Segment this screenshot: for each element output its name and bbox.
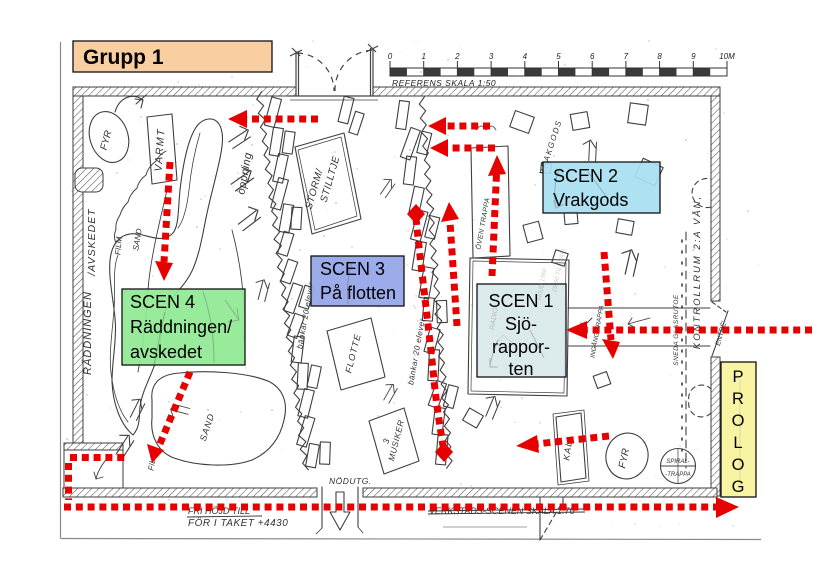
svg-text:1: 1 <box>421 52 425 61</box>
svg-text:På flotten: På flotten <box>320 283 396 303</box>
svg-text:VERKSTADS-SCENEN SKALA 1:70: VERKSTADS-SCENEN SKALA 1:70 <box>429 506 575 516</box>
svg-text:FRI HÖJD TILL: FRI HÖJD TILL <box>188 506 250 516</box>
svg-text:10M: 10M <box>719 52 735 61</box>
svg-text:FÖR I TAKET +4430: FÖR I TAKET +4430 <box>188 517 288 529</box>
svg-text:0: 0 <box>388 52 393 61</box>
svg-text:L: L <box>733 434 742 452</box>
svg-text:ten: ten <box>508 359 533 379</box>
svg-text:SCEN 3: SCEN 3 <box>320 259 385 279</box>
svg-text:5: 5 <box>556 52 561 61</box>
svg-text:G: G <box>732 478 745 496</box>
svg-text:R: R <box>732 390 744 408</box>
svg-text:6: 6 <box>590 52 595 61</box>
svg-text:9: 9 <box>691 52 696 61</box>
svg-text:FILM: FILM <box>113 236 124 255</box>
svg-text:P: P <box>732 368 743 386</box>
svg-text:Grupp 1: Grupp 1 <box>83 46 164 69</box>
svg-text:FYR: FYR <box>99 129 115 151</box>
svg-text:Sjö-: Sjö- <box>505 314 537 334</box>
svg-text:/AVSKEDET: /AVSKEDET <box>86 208 98 277</box>
svg-text:SAND: SAND <box>131 228 144 252</box>
svg-text:SPIRAL-: SPIRAL- <box>666 459 689 465</box>
svg-text:SCEN 1: SCEN 1 <box>488 291 553 311</box>
svg-text:2: 2 <box>454 52 460 61</box>
svg-text:REFERENS SKALA 1:50: REFERENS SKALA 1:50 <box>392 78 496 88</box>
svg-text:Vrakgods: Vrakgods <box>553 190 628 210</box>
svg-text:O: O <box>732 456 745 474</box>
svg-text:NÖDUTG.: NÖDUTG. <box>329 476 372 486</box>
svg-text:7: 7 <box>624 52 629 61</box>
svg-text:VARMT: VARMT <box>152 128 167 172</box>
svg-text:SCEN 2: SCEN 2 <box>553 166 618 186</box>
svg-text:O: O <box>732 412 745 430</box>
svg-text:3: 3 <box>489 52 494 61</box>
svg-text:Räddningen/: Räddningen/ <box>130 317 232 337</box>
svg-text:4: 4 <box>523 52 528 61</box>
svg-text:8: 8 <box>657 52 662 61</box>
svg-text:-TRAPPA: -TRAPPA <box>665 472 691 478</box>
svg-text:RADIO: RADIO <box>489 307 500 331</box>
svg-text:SCEN 4: SCEN 4 <box>130 292 195 312</box>
svg-text:RÄDDNINGEN: RÄDDNINGEN <box>82 291 94 375</box>
svg-text:rappor-: rappor- <box>492 337 550 357</box>
svg-text:3: 3 <box>381 438 392 445</box>
svg-text:avskedet: avskedet <box>130 342 202 362</box>
svg-text:FYR: FYR <box>617 448 632 470</box>
svg-text:KONTROLLRUM 2:A VÅN,: KONTROLLRUM 2:A VÅN, <box>692 195 703 349</box>
